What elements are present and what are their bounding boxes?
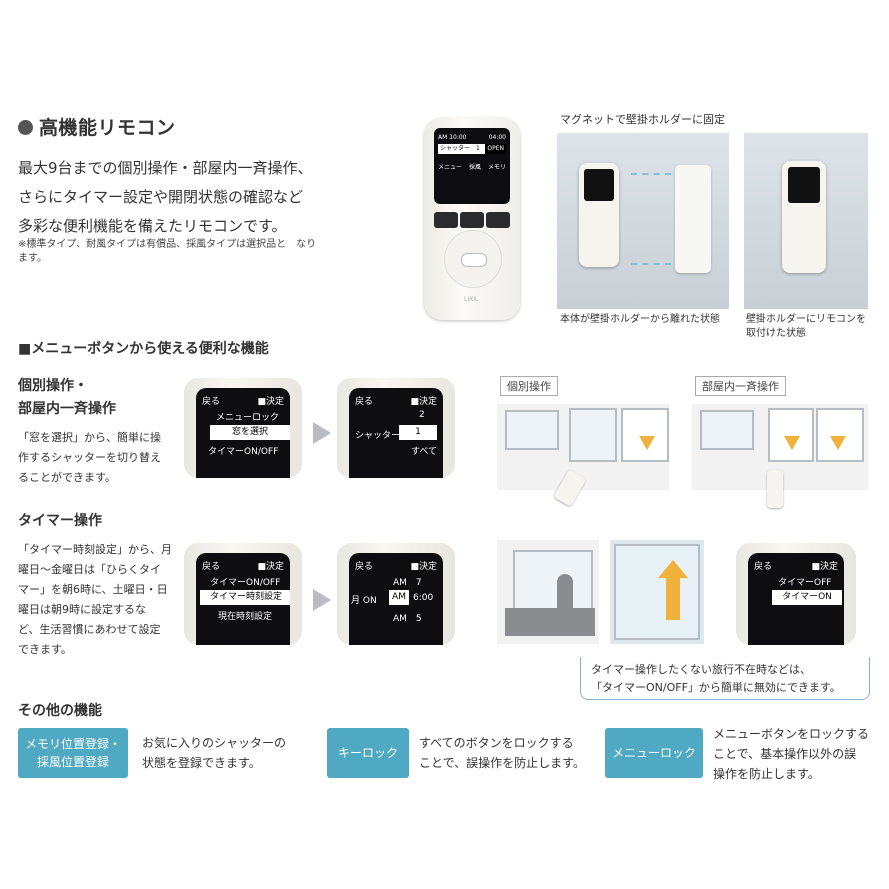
magnet-title: マグネットで壁掛ホルダーに固定	[560, 113, 725, 126]
tag-keylock: キーロック	[327, 728, 409, 778]
screen-timer-menu: 戻る ■決定 タイマーON/OFF タイマー時刻設定 現在時刻設定	[184, 543, 302, 645]
tag-memory: メモリ位置登録・採風位置登録	[18, 728, 128, 778]
section-title: 高機能リモコン	[18, 113, 176, 140]
intro-note: ※標準タイプ、耐風タイプは有償品、採風タイプは選択品と なります。	[18, 239, 317, 264]
label-all: 部屋内一斉操作	[695, 376, 786, 396]
photo-attached	[744, 133, 868, 309]
individual-desc: 「窓を選択」から、簡単に操作するシャッターを切り替えることができます。	[18, 431, 161, 484]
screen-select-shutter: 戻る ■決定 2 シャッター 1 すべて	[337, 378, 455, 478]
other-title: その他の機能	[18, 703, 102, 719]
timer-desc: 「タイマー時刻設定」から、月曜日～金曜日は「ひらくタイマー」を朝6時に、土曜日・…	[18, 543, 172, 656]
menu-section-title: ■メニューボタンから使える便利な機能	[18, 341, 269, 357]
illustration-bedroom	[497, 540, 599, 644]
caption-detached: 本体が壁掛ホルダーから離れた状態	[560, 314, 720, 325]
caption-attached: 壁掛ホルダーにリモコンを取付けた状態	[746, 314, 866, 339]
illustration-window-open	[610, 540, 704, 644]
tag-menulock: メニューロック	[605, 728, 703, 778]
desc-menulock: メニューボタンをロックすることで、基本操作以外の誤操作を防止します。	[713, 727, 870, 781]
desc-keylock: すべてのボタンをロックすることで、誤操作を防止します。	[419, 736, 585, 770]
label-individual: 個別操作	[500, 376, 558, 396]
brand-logo: LIXIL	[464, 296, 479, 303]
timer-title: タイマー操作	[18, 513, 102, 529]
next-arrow-icon-2	[313, 589, 331, 611]
desc-memory: お気に入りのシャッターの状態を登録できます。	[142, 736, 287, 770]
remote-dpad	[444, 230, 502, 288]
timer-tip-bubble: タイマー操作したくない旅行不在時などは、「タイマーON/OFF」から簡単に無効に…	[580, 657, 870, 700]
individual-title: 個別操作・部屋内一斉操作	[18, 378, 116, 417]
screen-select-window: 戻る ■決定 メニューロック 窓を選択 タイマーON/OFF	[184, 378, 302, 478]
remote-button-row	[434, 212, 510, 228]
screen-timer-time: 戻る ■決定 AM 7 月 ON AM 6:00 AM 5	[337, 543, 455, 645]
remote-wave-icon	[767, 470, 783, 508]
screen-timer-onoff: 戻る ■決定 タイマーOFF タイマーON	[736, 543, 856, 645]
photo-detached	[557, 133, 729, 309]
illustration-all	[692, 404, 868, 490]
intro-text: 最大9台までの個別操作・部屋内一斉操作、 さらにタイマー設定や開閉状態の確認など…	[18, 159, 313, 235]
next-arrow-icon	[313, 422, 331, 444]
bullet-icon	[18, 120, 33, 135]
illustration-individual	[497, 404, 669, 490]
